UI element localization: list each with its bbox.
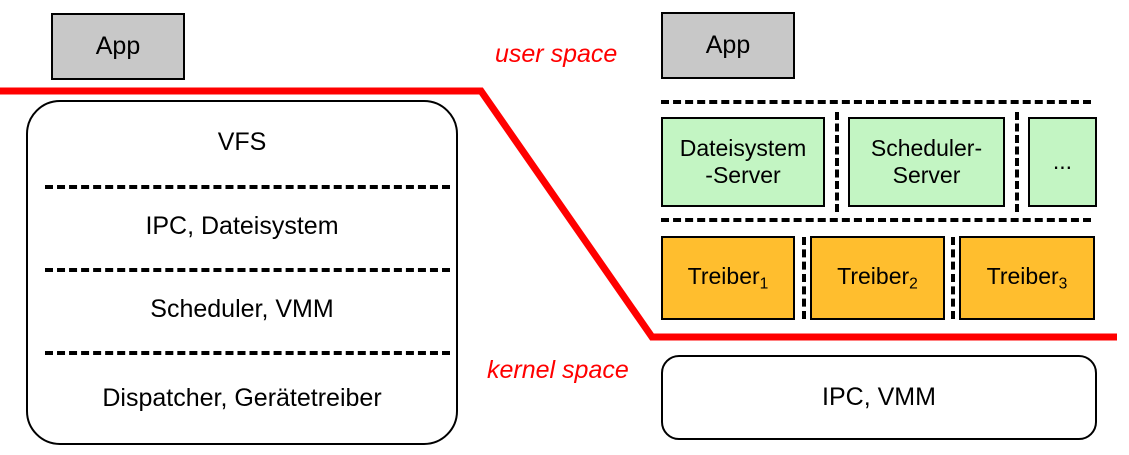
mono-separator-3	[45, 351, 450, 355]
mono-layer-ipc-dateisystem: IPC, Dateisystem	[26, 185, 458, 268]
kernel-space-label: kernel space	[487, 356, 629, 384]
server-separator-1	[835, 112, 839, 212]
server-separator-2	[1015, 112, 1019, 212]
user-space-label: user space	[495, 40, 618, 68]
mono-layer-vfs: VFS	[26, 100, 458, 185]
server-box-more: ...	[1028, 117, 1097, 207]
driver-label: Treiber3	[987, 263, 1068, 294]
driver-box-1: Treiber1	[661, 236, 795, 320]
microkernel-label: IPC, VMM	[822, 382, 936, 411]
server-row-bottom-separator	[661, 218, 1091, 222]
driver-index: 2	[909, 274, 918, 292]
mono-layer-label: Dispatcher, Gerätetreiber	[102, 383, 382, 412]
driver-index: 1	[759, 274, 769, 292]
driver-name: Treiber	[687, 262, 760, 289]
server-label-line1: Scheduler-	[870, 134, 983, 161]
server-label: Scheduler- Server	[871, 135, 982, 189]
microkernel-box: IPC, VMM	[661, 355, 1097, 440]
driver-separator-1	[802, 237, 806, 319]
mono-layer-label: IPC, Dateisystem	[145, 212, 339, 240]
driver-box-3: Treiber3	[959, 236, 1095, 320]
mono-layer-label: VFS	[217, 128, 267, 156]
driver-index: 3	[1058, 274, 1068, 292]
server-box-dateisystem: Dateisystem -Server	[661, 117, 825, 207]
server-label-line1: Dateisystem	[679, 134, 807, 161]
driver-name: Treiber	[986, 262, 1059, 289]
left-app-label: App	[95, 31, 141, 60]
driver-box-2: Treiber2	[810, 236, 945, 320]
mono-layer-dispatcher-geraetetreiber: Dispatcher, Gerätetreiber	[26, 351, 458, 445]
driver-name: Treiber	[837, 262, 910, 289]
server-label-line2: Server	[892, 162, 961, 188]
server-box-scheduler: Scheduler- Server	[848, 117, 1005, 207]
right-app-label: App	[705, 30, 751, 59]
driver-label: Treiber2	[837, 263, 918, 294]
server-label: ...	[1052, 148, 1073, 175]
server-row-top-separator	[661, 100, 1091, 104]
server-label-line2: -Server	[705, 162, 781, 188]
right-app-box: App	[661, 12, 795, 79]
driver-separator-2	[951, 237, 955, 319]
mono-layer-label: Scheduler, VMM	[150, 295, 334, 323]
server-label: Dateisystem -Server	[680, 135, 807, 189]
driver-label: Treiber1	[688, 263, 769, 294]
mono-layer-scheduler-vmm: Scheduler, VMM	[26, 268, 458, 351]
left-app-box: App	[51, 13, 185, 80]
